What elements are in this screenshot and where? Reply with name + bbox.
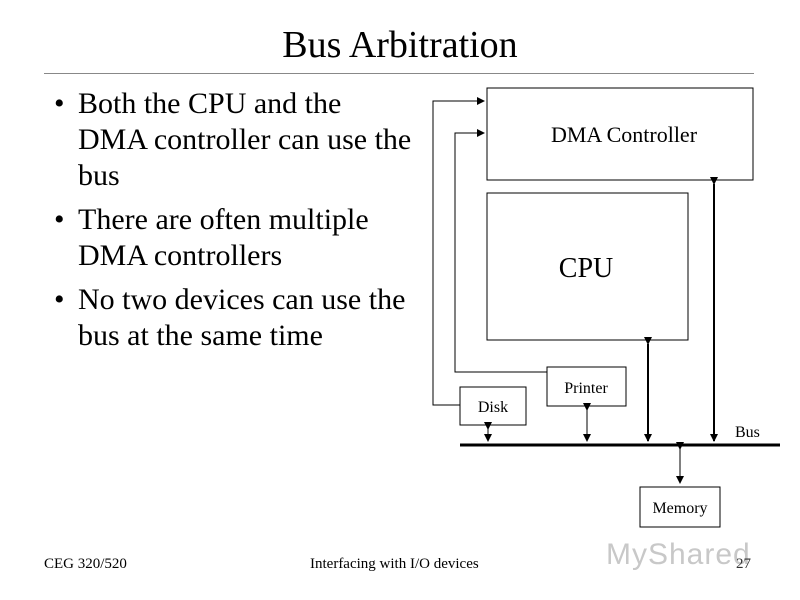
disk-request-line — [432, 97, 485, 406]
bus-label: Bus — [735, 424, 760, 441]
title-divider — [44, 73, 754, 74]
dma-controller-box — [486, 87, 754, 181]
bullet-icon: • — [54, 203, 65, 236]
bullet-icon: • — [54, 87, 65, 120]
cpu-box — [486, 192, 689, 341]
page-number: 27 — [736, 556, 751, 572]
dma-controller-label: DMA Controller — [551, 122, 698, 147]
printer-label: Printer — [564, 380, 608, 397]
footer-topic: Interfacing with I/O devices — [310, 556, 479, 572]
cpu-label: CPU — [559, 253, 613, 284]
bullet-text: No two devices can use the bus at the sa… — [78, 283, 406, 352]
memory-label: Memory — [652, 500, 707, 517]
slide-title: Bus Arbitration — [282, 24, 518, 66]
printer-box — [546, 366, 627, 407]
disk-box — [459, 386, 527, 426]
printer-request-line — [454, 129, 547, 373]
bullet-list: • Both the CPU and the DMA controller can… — [44, 86, 414, 362]
bullet-item: • There are often multiple DMA controller… — [44, 202, 414, 274]
bullet-item: • No two devices can use the bus at the s… — [44, 282, 414, 354]
bullet-text: There are often multiple DMA controllers — [78, 203, 369, 272]
bullet-icon: • — [54, 283, 65, 316]
memory-box — [639, 486, 721, 528]
bullet-item: • Both the CPU and the DMA controller can… — [44, 86, 414, 194]
watermark-logo: MyShared — [606, 538, 751, 571]
bullet-text: Both the CPU and the DMA controller can … — [78, 87, 412, 192]
disk-label: Disk — [478, 399, 508, 416]
footer-course: CEG 320/520 — [44, 556, 127, 572]
